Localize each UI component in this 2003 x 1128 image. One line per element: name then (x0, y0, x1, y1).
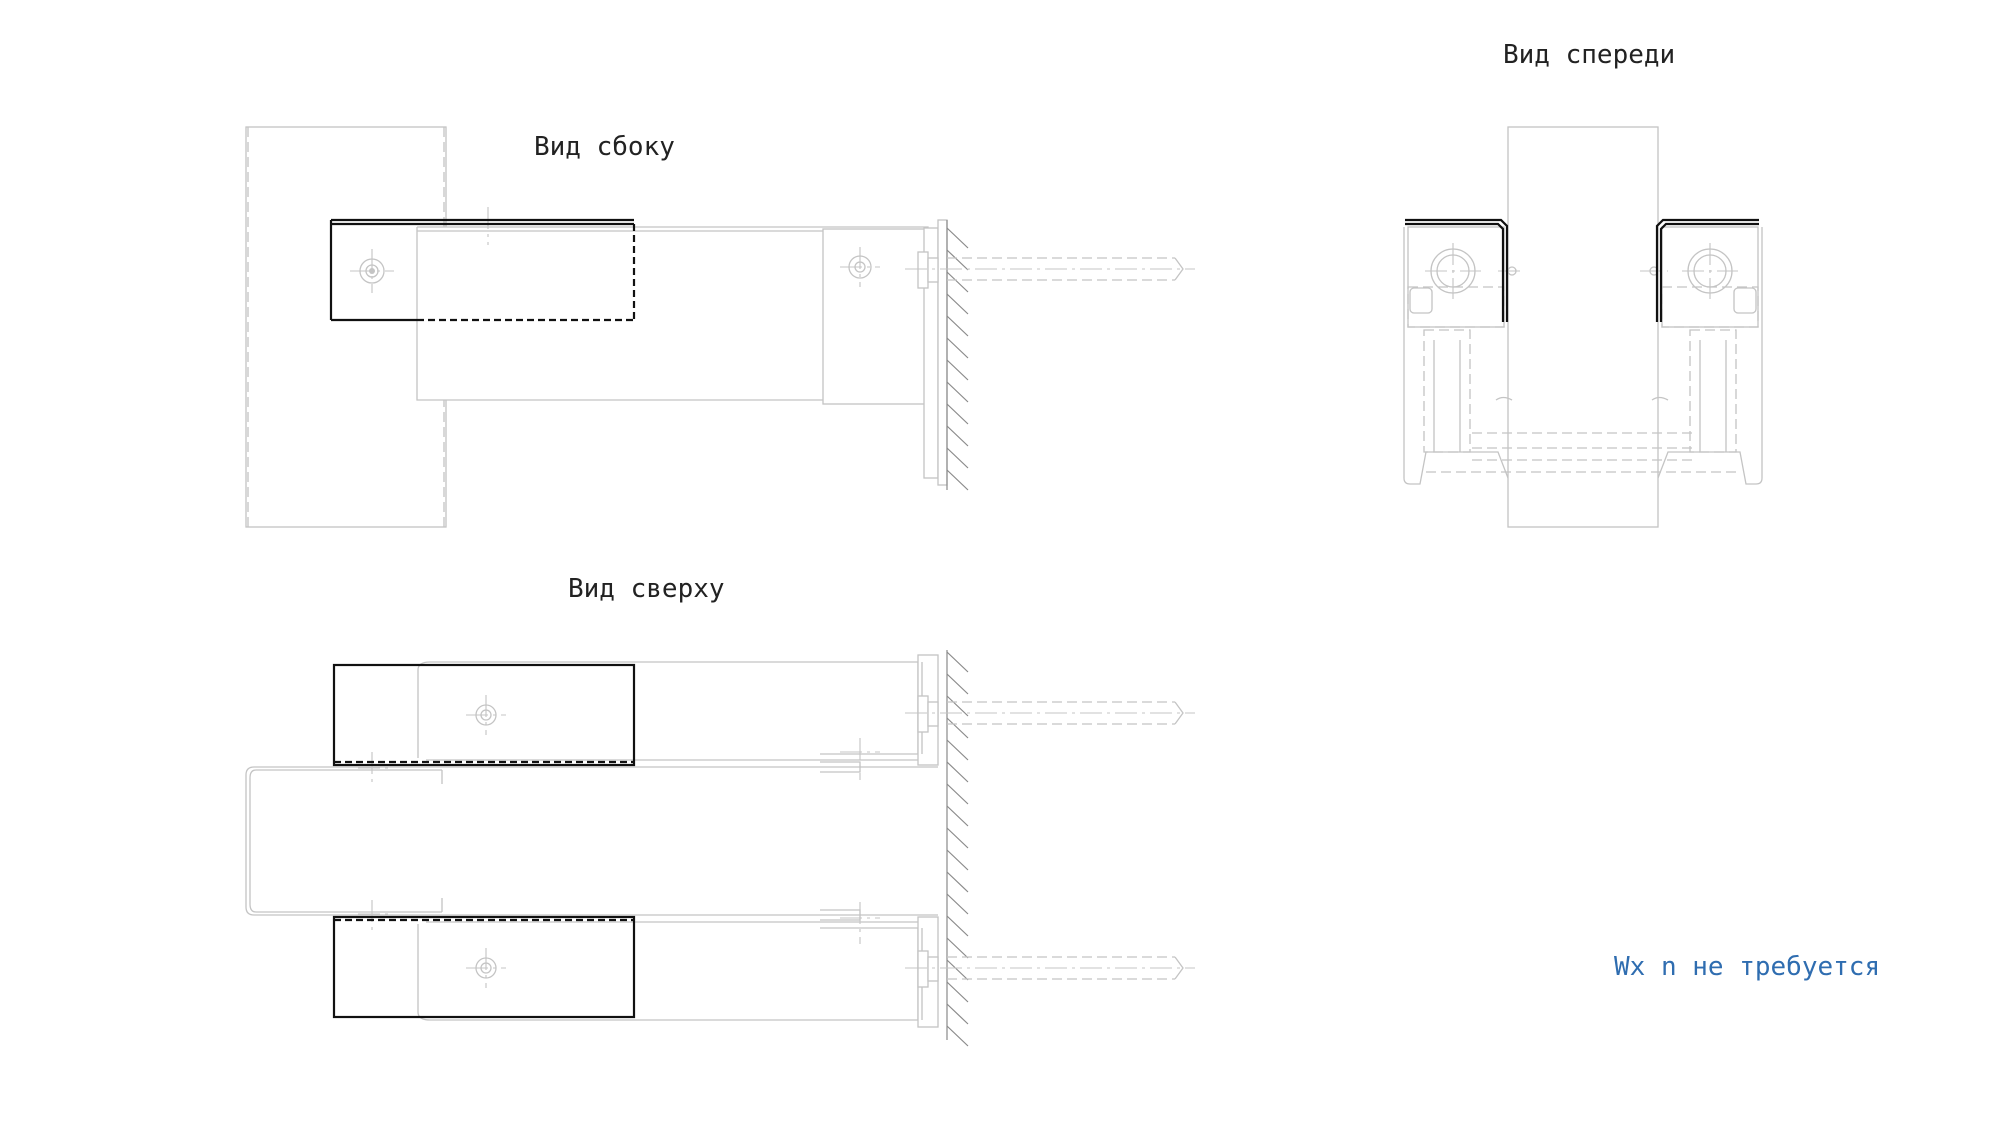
front-hidden-lines (1426, 266, 1740, 473)
top-horizontal-profile (245, 738, 938, 944)
top-view (245, 650, 1195, 1047)
front-view-title: Вид спереди (1503, 40, 1676, 70)
top-arm-lower (417, 916, 939, 1028)
side-rivet-right (840, 247, 880, 287)
side-clamp-highlight (329, 218, 636, 322)
front-view (1403, 126, 1763, 528)
top-wall-hatch (946, 650, 969, 1047)
top-clamp-lower (332, 915, 636, 1019)
side-vertical-profile (245, 126, 447, 528)
front-bracket-right (1651, 226, 1763, 485)
top-view-title: Вид сверху (568, 574, 725, 604)
side-anchor-bolt (905, 251, 1195, 289)
front-clamp-highlight (1405, 218, 1759, 322)
side-rivet-left (350, 249, 394, 293)
side-wall-plate (923, 219, 948, 486)
front-bracket-left (1403, 226, 1513, 485)
side-view-title: Вид сбоку (534, 132, 675, 162)
top-clamp-upper (332, 663, 636, 767)
side-wall-hatch (946, 220, 969, 491)
front-vertical-profile (1507, 126, 1659, 528)
note-text: Wx n не требуется (1614, 952, 1881, 982)
top-anchor-bolt-lower (905, 950, 1195, 988)
top-anchor-bolt-upper (905, 695, 1195, 733)
side-bracket-arm (416, 207, 929, 405)
side-view (245, 126, 1195, 528)
